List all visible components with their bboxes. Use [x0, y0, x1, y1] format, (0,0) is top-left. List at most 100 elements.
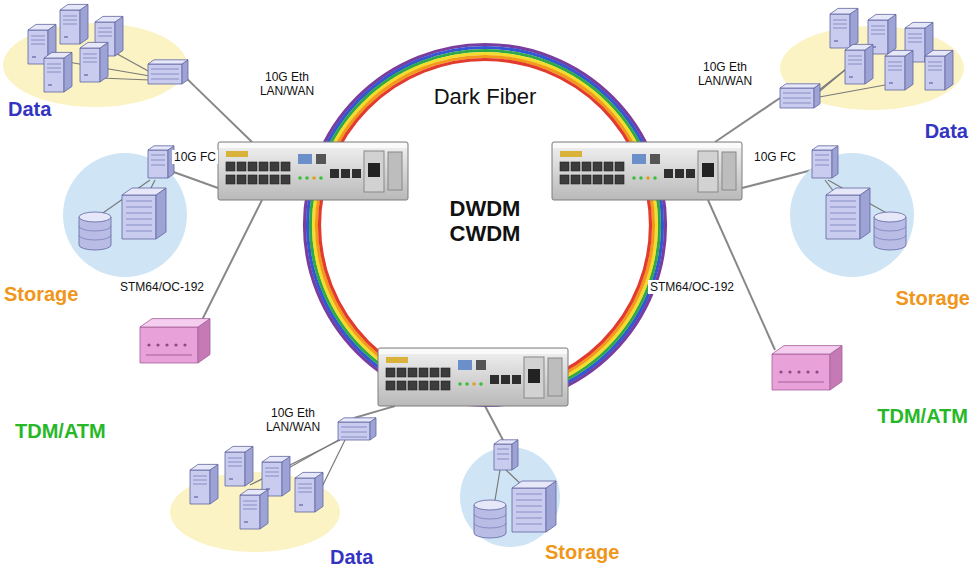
- port-wire: [501, 436, 503, 440]
- disk-band: [79, 226, 111, 231]
- fan-module: [548, 358, 562, 396]
- server-slot: [98, 36, 112, 37]
- icon-face: [28, 24, 56, 30]
- icon-face: [225, 446, 253, 452]
- link-label: 10G Eth LAN/WAN: [690, 60, 760, 89]
- status-led: [312, 176, 316, 180]
- module: [476, 360, 486, 370]
- link-line: [200, 182, 218, 188]
- group-label: TDM/ATM: [877, 405, 968, 428]
- server-slot: [888, 66, 902, 67]
- cabinet-slot: [126, 201, 152, 202]
- icon-face: [780, 84, 820, 88]
- sfp-port: [582, 175, 591, 184]
- server-slot: [47, 68, 61, 69]
- server-slot: [848, 64, 862, 65]
- disk-top: [874, 212, 906, 222]
- disk-band: [474, 523, 506, 528]
- sfp-port: [571, 162, 580, 171]
- server-slot: [833, 20, 847, 21]
- switch-port: [151, 69, 179, 70]
- icon-face: [885, 56, 905, 90]
- icon-face: [888, 14, 896, 54]
- server-slot: [243, 509, 257, 510]
- server-slot: [888, 62, 902, 63]
- cabinet-slot: [126, 231, 152, 232]
- tdm-led: [815, 370, 818, 373]
- server-slot: [928, 62, 942, 63]
- switch-port: [341, 427, 367, 428]
- switch-port: [783, 93, 811, 94]
- server-slot: [244, 521, 248, 522]
- icon-face: [190, 470, 210, 504]
- sfp-port: [259, 162, 268, 171]
- sfp-port: [397, 368, 406, 377]
- icon-face: [60, 4, 88, 10]
- icon-face: [812, 150, 832, 178]
- server-slot: [193, 476, 207, 477]
- sfp-port: [281, 162, 290, 171]
- sfp-port: [419, 368, 428, 377]
- icon-face: [64, 52, 72, 92]
- switch-port: [783, 103, 811, 104]
- group-ground: [170, 472, 340, 552]
- icon-face: [338, 418, 376, 422]
- fan-module: [388, 152, 402, 190]
- server-slot: [298, 492, 312, 493]
- port-wire: [354, 410, 380, 418]
- chassis: [378, 348, 568, 406]
- group-label: Data: [330, 546, 373, 569]
- power-inlet: [368, 163, 380, 177]
- icon-face: [830, 8, 858, 14]
- rj45-port: [686, 169, 695, 178]
- server-slot: [31, 36, 45, 37]
- server-slot: [871, 26, 885, 27]
- sfp-port: [237, 162, 246, 171]
- icon-face: [245, 446, 253, 486]
- sfp-port: [386, 381, 395, 390]
- switch-port: [783, 98, 811, 99]
- status-led: [319, 176, 323, 180]
- chassis-bevel: [379, 349, 567, 354]
- icon-face: [830, 14, 850, 48]
- icon-face: [148, 64, 182, 84]
- storage-group: Storage: [790, 145, 975, 315]
- group-ground: [3, 23, 187, 107]
- cabinet-slot: [830, 213, 856, 214]
- module: [298, 154, 312, 164]
- link-line: [742, 176, 790, 188]
- tdm-slot: [778, 382, 824, 383]
- fiber-ring-band: [317, 57, 654, 394]
- port-wire: [772, 98, 780, 103]
- server-slot: [929, 82, 933, 83]
- chassis: [552, 142, 742, 200]
- status-led: [639, 176, 643, 180]
- icon-face: [148, 60, 188, 64]
- link-label: 10G Eth LAN/WAN: [258, 406, 328, 435]
- server-slot: [848, 60, 862, 61]
- status-led: [646, 176, 650, 180]
- lan-wire: [100, 78, 150, 80]
- link-label: 10G Eth LAN/WAN: [252, 70, 322, 99]
- switch-port: [341, 437, 367, 438]
- disk-top: [474, 500, 506, 510]
- server-slot: [32, 56, 36, 57]
- server-slot: [889, 82, 893, 83]
- icon-face: [772, 346, 842, 354]
- module: [458, 360, 472, 370]
- status-led: [305, 176, 309, 180]
- sfp-port: [226, 162, 235, 171]
- sfp-port: [226, 175, 235, 184]
- cabinet-slot: [126, 225, 152, 226]
- server-slot: [228, 458, 242, 459]
- switch-port: [341, 432, 367, 433]
- icon-face: [826, 195, 860, 239]
- switch-port: [497, 454, 509, 455]
- server-slot: [31, 40, 45, 41]
- tdm-led: [174, 343, 177, 346]
- cabinet-slot: [830, 225, 856, 226]
- server-slot: [299, 504, 303, 505]
- status-led: [472, 382, 476, 386]
- server-slot: [193, 484, 207, 485]
- icon-face: [44, 58, 64, 92]
